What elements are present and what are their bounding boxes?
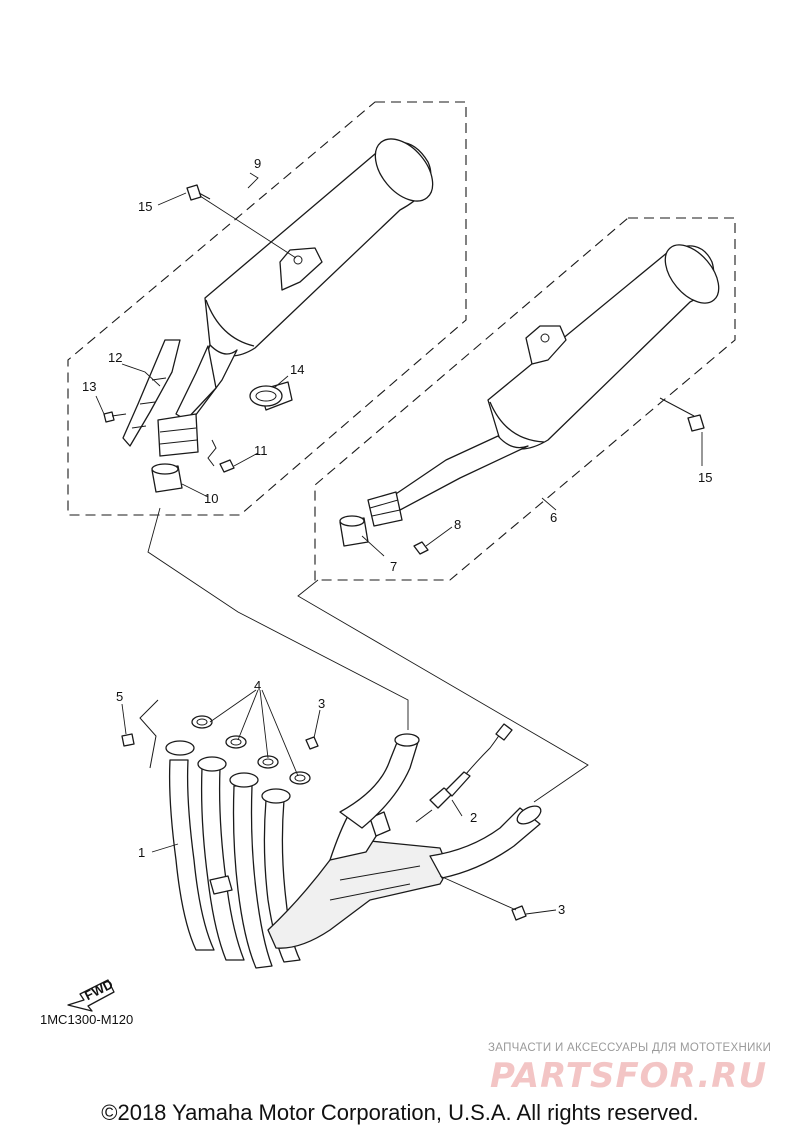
leader-lines: [95, 172, 703, 915]
callout-10: 10: [204, 491, 218, 506]
left-muffler: [157, 138, 434, 457]
connector-right-muffler-to-header: [297, 579, 589, 803]
oxygen-sensor-2: [415, 723, 513, 823]
exhaust-header-assembly: [165, 733, 542, 969]
callout-6: 6: [550, 510, 557, 525]
callout-9: 9: [254, 156, 261, 171]
right-muffler-group-boundary: [314, 217, 736, 581]
gasket-7: [339, 515, 369, 547]
connector-left-muffler-to-header: [147, 507, 409, 730]
heat-protector-12: [122, 339, 181, 447]
bolt-15-left: [186, 184, 211, 201]
callout-7: 7: [390, 559, 397, 574]
callout-12: 12: [108, 350, 122, 365]
callout-3-upper: 3: [318, 696, 325, 711]
callout-1: 1: [138, 845, 145, 860]
fwd-arrow: FWD: [67, 976, 115, 1012]
diagram-reference-code: 1MC1300-M120: [40, 1012, 134, 1027]
clamp-14: [249, 385, 283, 407]
callout-13: 13: [82, 379, 96, 394]
bolt-11: [207, 439, 235, 473]
callout-3-lower: 3: [558, 902, 565, 917]
callout-15-left: 15: [138, 199, 152, 214]
gaskets-4: [191, 715, 311, 785]
watermark-logo: PARTSFOR.RU: [490, 1056, 768, 1096]
bolt-3-lower: [511, 905, 527, 921]
gasket-10: [151, 463, 183, 493]
callout-11: 11: [254, 443, 268, 458]
right-muffler: [367, 244, 720, 527]
callout-14: 14: [290, 362, 304, 377]
callout-4: 4: [254, 678, 261, 693]
nut-5: [121, 699, 159, 769]
bolt-15-right: [659, 397, 705, 432]
copyright-notice: ©2018 Yamaha Motor Corporation, U.S.A. A…: [101, 1100, 699, 1125]
callout-15-right: 15: [698, 470, 712, 485]
bolt-8: [413, 541, 429, 555]
watermark-subtitle: ЗАПЧАСТИ И АКСЕССУАРЫ ДЛЯ МОТОТЕХНИКИ: [488, 1042, 772, 1054]
callout-2: 2: [470, 810, 477, 825]
bolt-3-upper: [305, 736, 319, 750]
callout-8: 8: [454, 517, 461, 532]
bolt-13: [103, 411, 127, 423]
callout-5: 5: [116, 689, 123, 704]
left-muffler-group-boundary: [67, 101, 467, 516]
